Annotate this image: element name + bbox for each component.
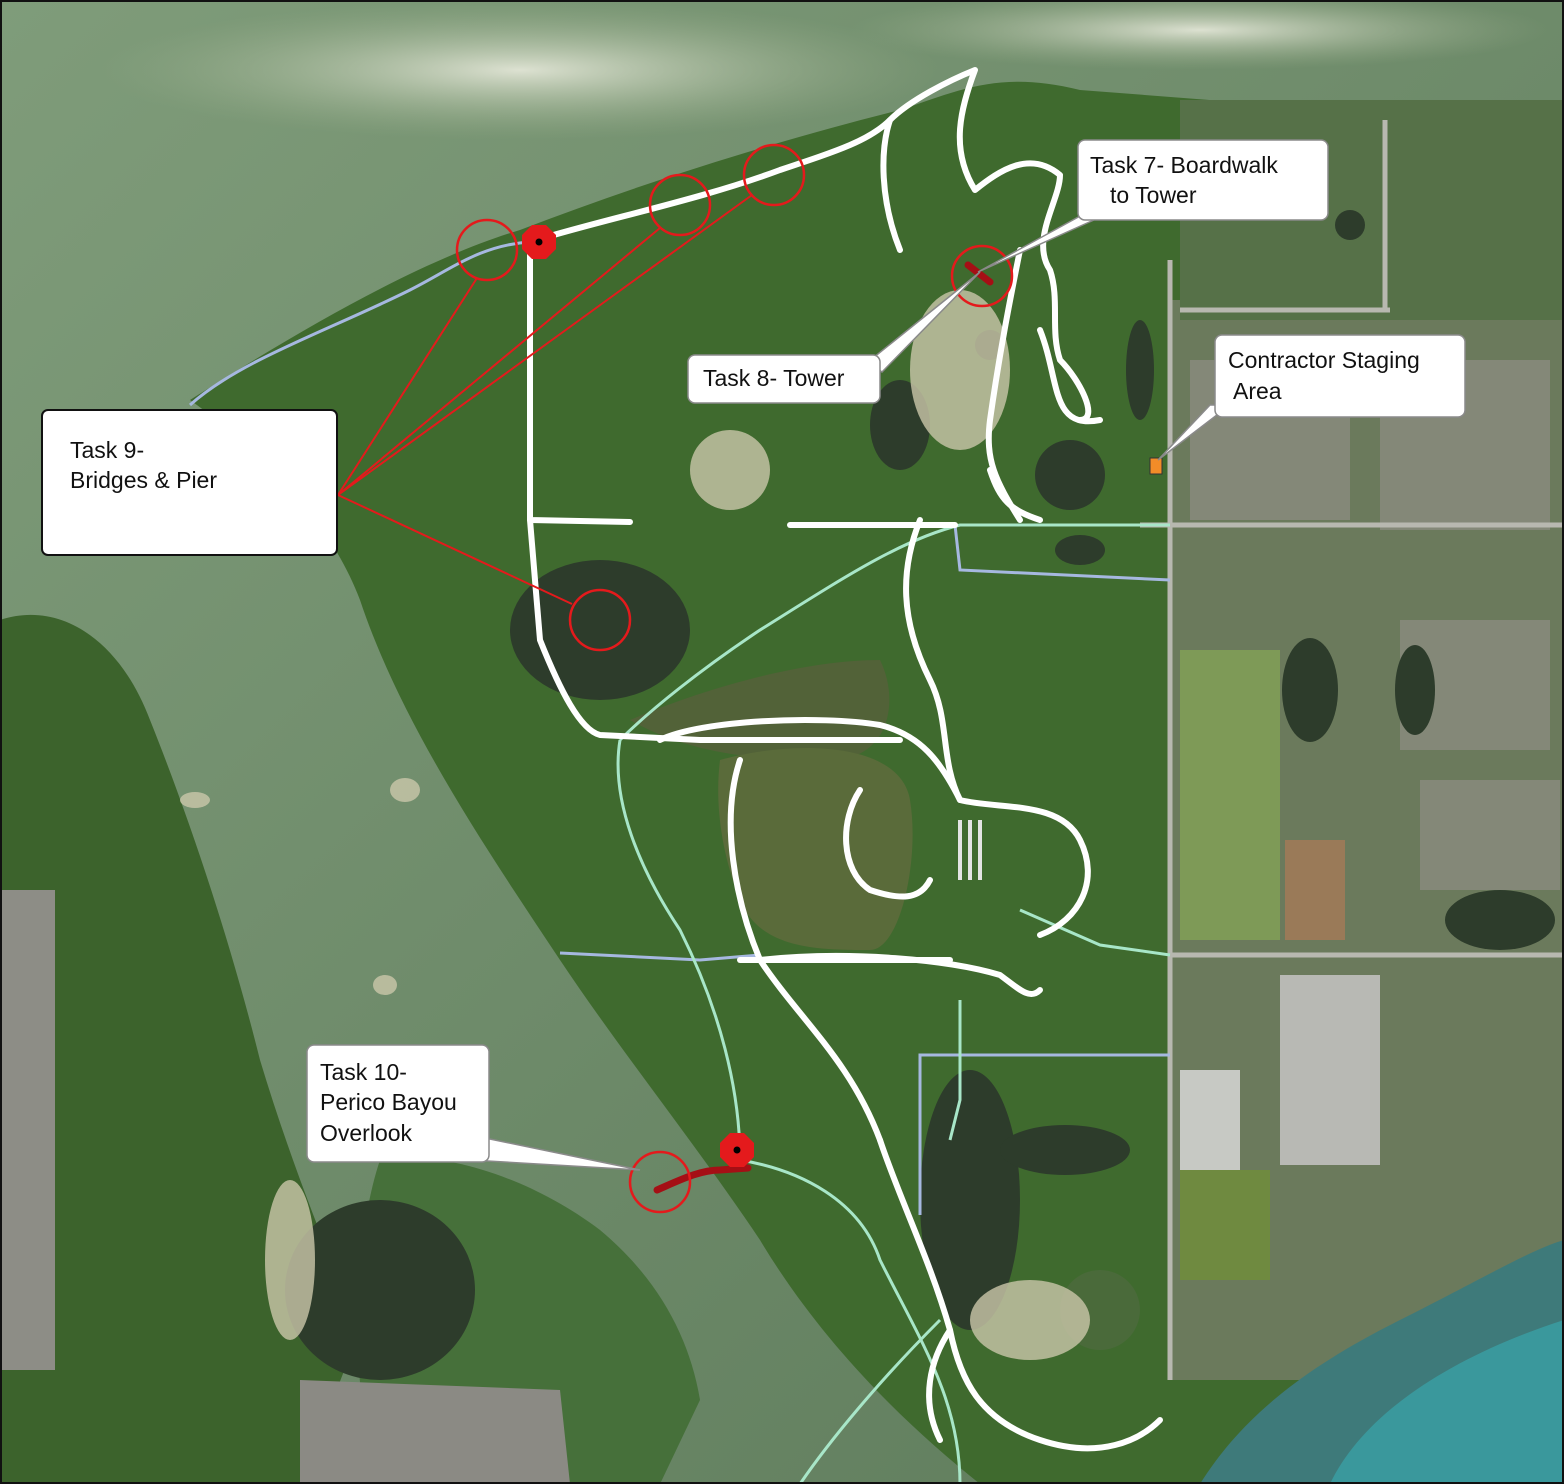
callout-task9-line1: Task 9- bbox=[70, 437, 144, 463]
callout-task10: Task 10- Perico Bayou Overlook bbox=[306, 1044, 490, 1163]
ponds bbox=[285, 210, 1555, 1380]
callout-task8: Task 8- Tower bbox=[687, 354, 881, 404]
octagon-marker-north bbox=[522, 225, 556, 259]
sand-areas bbox=[180, 290, 1090, 1360]
tampa-bay-shallow bbox=[1330, 1320, 1564, 1484]
parking-lot bbox=[958, 820, 982, 880]
white-trails bbox=[527, 67, 1163, 1452]
callout-task9-line2: Bridges & Pier bbox=[70, 467, 217, 493]
south-neighborhood bbox=[300, 1380, 570, 1484]
callout-task10-line2: Perico Bayou bbox=[320, 1089, 457, 1115]
callout-task7: Task 7- Boardwalk to Tower bbox=[1077, 139, 1329, 221]
farm-fields bbox=[1180, 650, 1380, 1280]
task-circles bbox=[455, 143, 1014, 1214]
task9-leader-lines bbox=[337, 194, 753, 605]
blue-trails bbox=[188, 240, 1171, 1215]
callout-staging: Contractor Staging Area bbox=[1214, 334, 1466, 418]
sand-shoal bbox=[100, 0, 940, 140]
west-neighborhood bbox=[0, 890, 55, 1370]
staging-area-marker bbox=[1149, 457, 1163, 475]
callout-task9: Task 9- Bridges & Pier bbox=[41, 409, 338, 556]
octagon-marker-south bbox=[720, 1133, 754, 1167]
callout-task10-line3: Overlook bbox=[320, 1120, 413, 1146]
callout-staging-line1: Contractor Staging bbox=[1228, 347, 1420, 373]
sand-shoal-2 bbox=[850, 0, 1550, 70]
callout-task8-line1: Task 8- Tower bbox=[703, 365, 845, 391]
callout-task7-line1: Task 7- Boardwalk bbox=[1090, 152, 1278, 178]
callout-task7-line2: to Tower bbox=[1110, 182, 1197, 208]
green-trails bbox=[616, 523, 1171, 1484]
callout-staging-line2: Area bbox=[1233, 378, 1282, 404]
callout-task10-line1: Task 10- bbox=[320, 1059, 407, 1085]
